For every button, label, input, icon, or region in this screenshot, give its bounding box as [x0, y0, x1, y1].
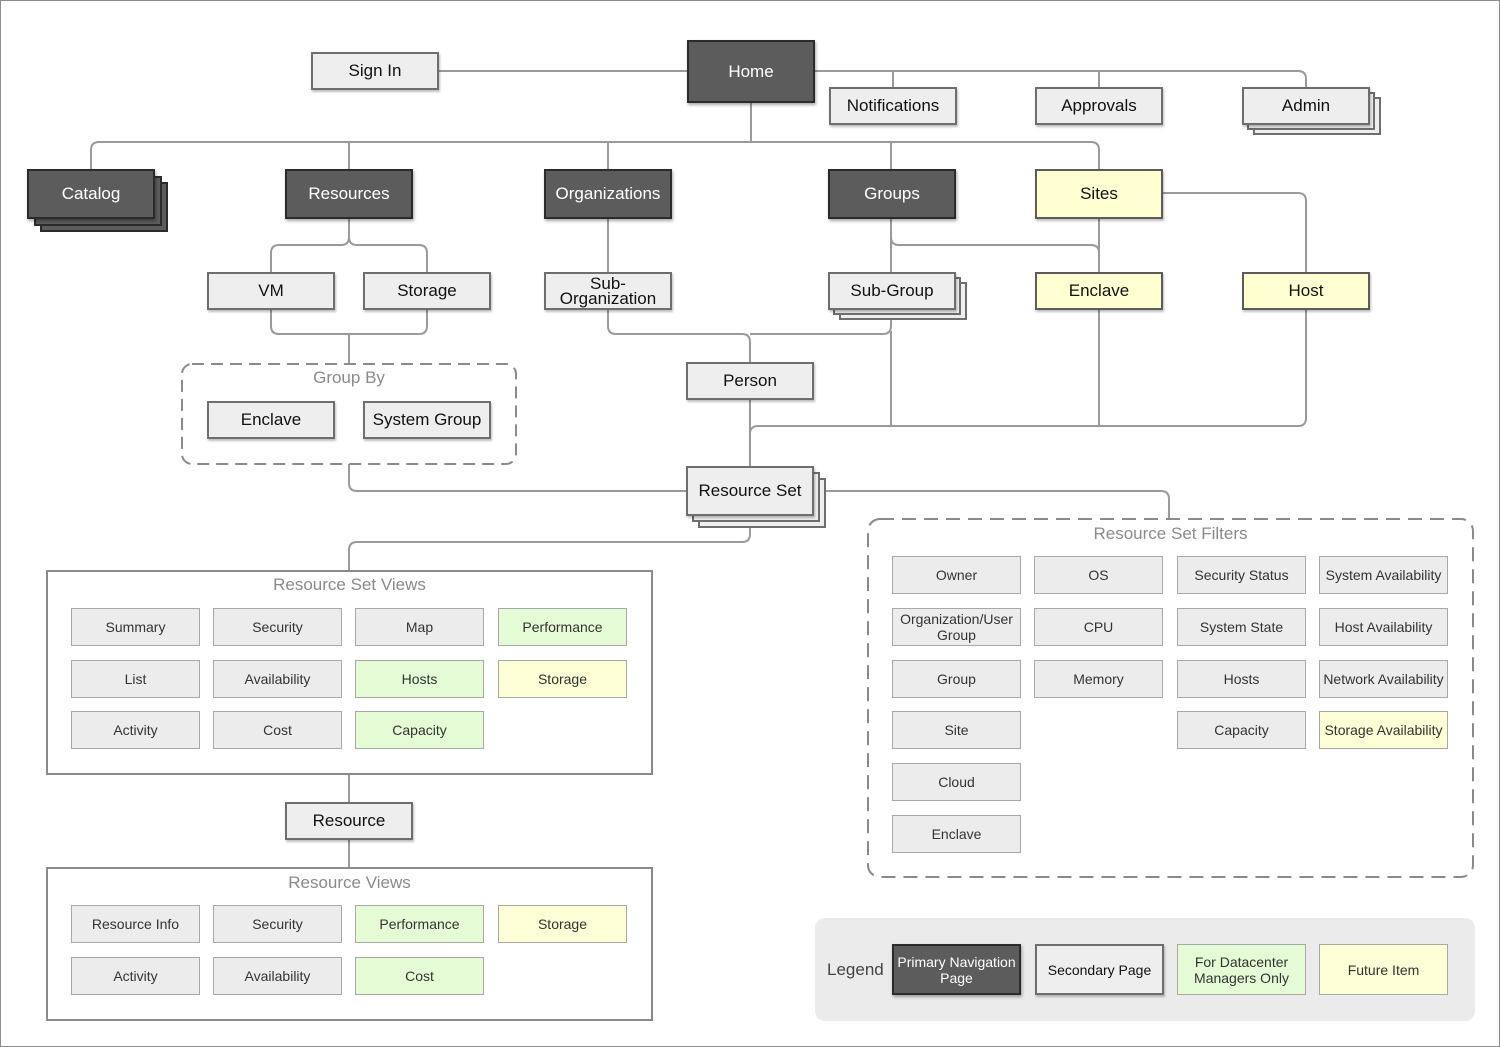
filter-hosts[interactable]: Hosts — [1177, 660, 1306, 698]
rsv-hosts[interactable]: Hosts — [355, 660, 484, 698]
rv-availability[interactable]: Availability — [213, 957, 342, 995]
rsv-summary[interactable]: Summary — [71, 608, 200, 646]
filter-enclave[interactable]: Enclave — [892, 815, 1021, 853]
resource-set-filters-title: Resource Set Filters — [1093, 524, 1248, 543]
filter-storage-availability[interactable]: Storage Availability — [1319, 711, 1448, 749]
filter-cpu[interactable]: CPU — [1034, 608, 1163, 646]
rv-storage[interactable]: Storage — [498, 905, 627, 943]
filter-system-availability[interactable]: System Availability — [1319, 556, 1448, 594]
notifications-node[interactable]: Notifications — [829, 87, 957, 125]
rv-activity[interactable]: Activity — [71, 957, 200, 995]
rsv-activity[interactable]: Activity — [71, 711, 200, 749]
sites-node[interactable]: Sites — [1035, 169, 1163, 219]
groups-node[interactable]: Groups — [828, 169, 956, 219]
filter-cloud[interactable]: Cloud — [892, 763, 1021, 801]
legend-future-item: Future Item — [1319, 944, 1448, 995]
rsv-map[interactable]: Map — [355, 608, 484, 646]
resource-views-panel — [46, 867, 653, 1021]
rsv-cost[interactable]: Cost — [213, 711, 342, 749]
filter-host-availability[interactable]: Host Availability — [1319, 608, 1448, 646]
filter-os[interactable]: OS — [1034, 556, 1163, 594]
rsv-capacity[interactable]: Capacity — [355, 711, 484, 749]
group-by-panel — [181, 363, 517, 465]
filter-capacity[interactable]: Capacity — [1177, 711, 1306, 749]
filter-system-state[interactable]: System State — [1177, 608, 1306, 646]
group-by-enclave-node[interactable]: Enclave — [207, 401, 335, 439]
filter-network-availability[interactable]: Network Availability — [1319, 660, 1448, 698]
sub-organization-node[interactable]: Sub- Organization — [544, 272, 672, 310]
rsv-availability[interactable]: Availability — [213, 660, 342, 698]
admin-node[interactable]: Admin — [1242, 87, 1370, 125]
group-by-title: Group By — [313, 368, 385, 387]
resource-node[interactable]: Resource — [285, 802, 413, 840]
home-node[interactable]: Home — [687, 40, 815, 103]
filter-owner[interactable]: Owner — [892, 556, 1021, 594]
resources-node[interactable]: Resources — [285, 169, 413, 219]
resource-set-node[interactable]: Resource Set — [686, 466, 814, 516]
filter-security-status[interactable]: Security Status — [1177, 556, 1306, 594]
rv-performance[interactable]: Performance — [355, 905, 484, 943]
rsv-performance[interactable]: Performance — [498, 608, 627, 646]
legend-datacenter-managers: For Datacenter Managers Only — [1177, 944, 1306, 995]
legend-label: Legend — [827, 960, 884, 979]
legend-primary-navigation: Primary Navigation Page — [892, 944, 1021, 995]
filter-site[interactable]: Site — [892, 711, 1021, 749]
host-node[interactable]: Host — [1242, 272, 1370, 310]
storage-node[interactable]: Storage — [363, 272, 491, 310]
rv-resource-info[interactable]: Resource Info — [71, 905, 200, 943]
rsv-security[interactable]: Security — [213, 608, 342, 646]
filter-group[interactable]: Group — [892, 660, 1021, 698]
resource-set-views-title: Resource Set Views — [273, 575, 426, 594]
resource-views-title: Resource Views — [288, 873, 411, 892]
organizations-node[interactable]: Organizations — [544, 169, 672, 219]
rv-security[interactable]: Security — [213, 905, 342, 943]
group-by-system-group-node[interactable]: System Group — [363, 401, 491, 439]
filter-organization-user-group[interactable]: Organization/User Group — [892, 608, 1021, 646]
sign-in-node[interactable]: Sign In — [311, 52, 439, 90]
sub-group-node[interactable]: Sub-Group — [828, 272, 956, 310]
catalog-node[interactable]: Catalog — [27, 169, 155, 219]
vm-node[interactable]: VM — [207, 272, 335, 310]
approvals-node[interactable]: Approvals — [1035, 87, 1163, 125]
rsv-list[interactable]: List — [71, 660, 200, 698]
person-node[interactable]: Person — [686, 362, 814, 400]
sites-enclave-node[interactable]: Enclave — [1035, 272, 1163, 310]
filter-memory[interactable]: Memory — [1034, 660, 1163, 698]
legend-secondary-page: Secondary Page — [1035, 944, 1164, 995]
rv-cost[interactable]: Cost — [355, 957, 484, 995]
rsv-storage[interactable]: Storage — [498, 660, 627, 698]
